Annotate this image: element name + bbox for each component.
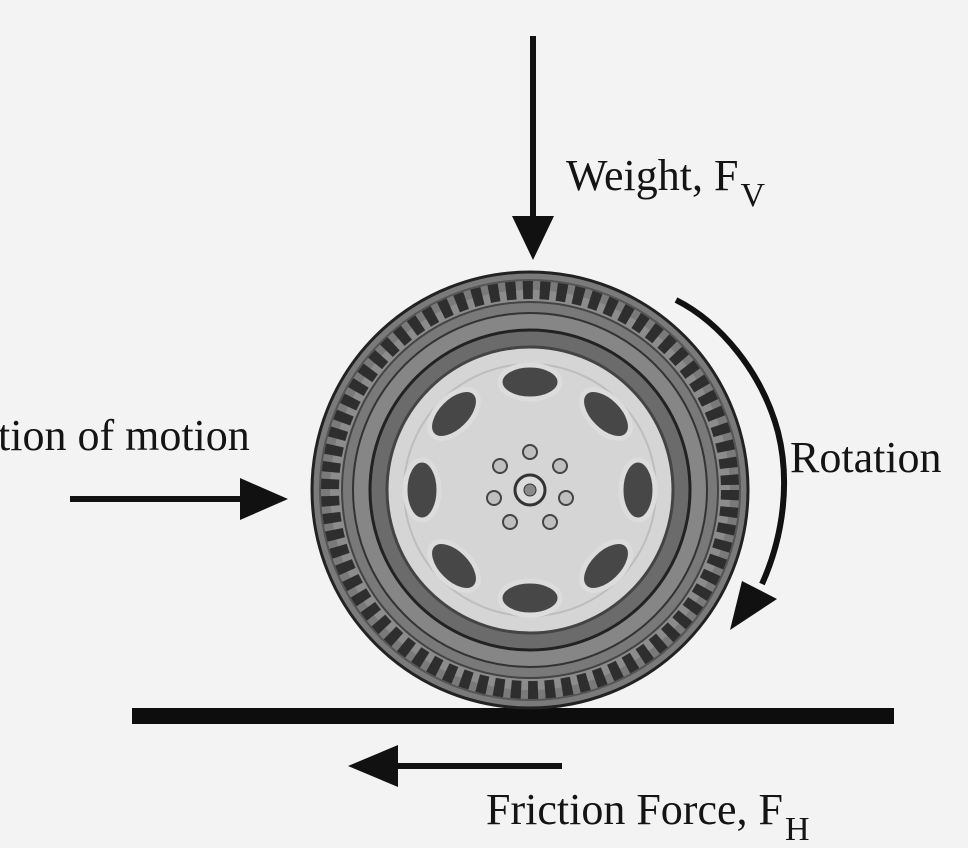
- wheel: [310, 270, 750, 710]
- weight-label: Weight, FV: [566, 151, 765, 213]
- weight-text: Weight, F: [566, 151, 739, 200]
- motion-text: tion of motion: [0, 411, 250, 460]
- weight-subscript: V: [740, 177, 766, 214]
- rotation-arrow: [674, 297, 788, 630]
- weight-arrow: [512, 36, 554, 260]
- ground-line: [132, 708, 894, 724]
- motion-arrow: [70, 478, 288, 520]
- friction-text: Friction Force, F: [486, 785, 783, 834]
- rotation-label: Rotation: [790, 436, 942, 480]
- rotation-text: Rotation: [790, 433, 942, 482]
- friction-label: Friction Force, FH: [486, 785, 810, 847]
- motion-label: tion of motion: [0, 414, 250, 458]
- rim-holes: [402, 362, 658, 618]
- lug-nuts: [486, 444, 574, 530]
- friction-arrow: [348, 745, 562, 787]
- friction-subscript: H: [784, 811, 810, 848]
